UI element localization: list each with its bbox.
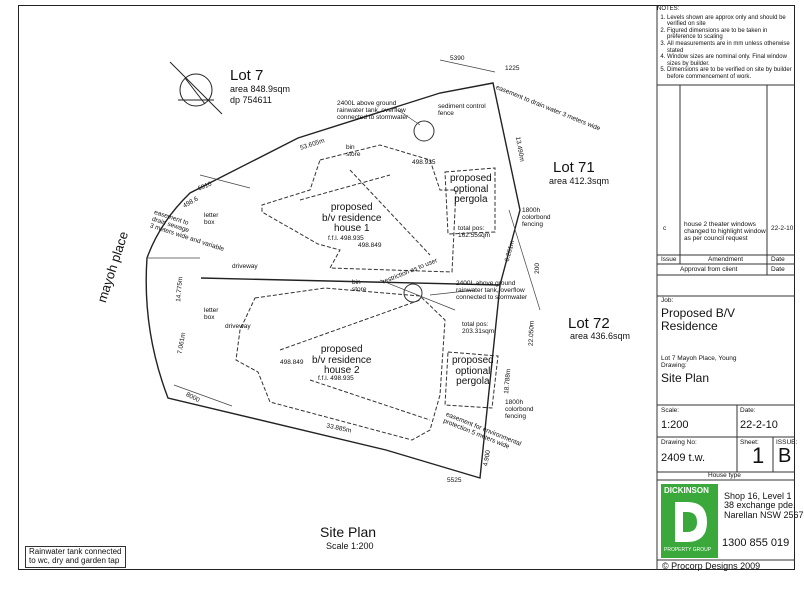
dim: 200: [534, 262, 542, 274]
house-1-label: proposed b/v residence house 1: [322, 202, 382, 234]
driveway-1: driveway: [232, 263, 258, 270]
logo-sub: PROPERTY GROUP: [664, 547, 712, 553]
issue-label: ISSUE:: [776, 439, 798, 446]
north-point-symbol: [169, 61, 223, 115]
bin-store-2: bin store: [352, 279, 367, 293]
note-item: Levels shown are approx only and should …: [667, 15, 797, 28]
house-1-ffl: f.f.l. 498.935: [328, 235, 364, 242]
note-item: Window sizes are nominal only. Final win…: [667, 54, 797, 67]
house-2-outline: [235, 287, 499, 441]
pergola-1-label: proposed optional pergola: [450, 173, 492, 205]
approval-date-label: Date: [771, 266, 785, 273]
date-label: Date:: [740, 407, 756, 414]
fence-2-note: 1800h colorbond fencing: [505, 399, 534, 420]
pergola-2-label: proposed optional pergola: [452, 355, 494, 387]
job-address: Lot 7 Mayoh Place, Young: [661, 355, 737, 362]
rainwater-tanks: [403, 120, 435, 303]
tank-1-note: 2400L above ground rainwater tank, overf…: [337, 100, 409, 121]
lot-72-area: area 436.6sqm: [570, 331, 631, 341]
drawing-label: Drawing:: [661, 362, 687, 369]
lot-72-name: Lot 72: [568, 315, 610, 332]
driveway-2: driveway: [225, 323, 251, 330]
job-title: Proposed B/V Residence: [661, 306, 736, 333]
job-label: Job:: [661, 297, 674, 304]
company-logo: DICKINSON PROPERTY GROUP: [661, 484, 718, 558]
date-value: 22-2-10: [740, 419, 778, 431]
dimension-lines: [148, 59, 541, 407]
house-2-label: proposed b/v residence house 2: [312, 344, 372, 376]
amendment-date: 22-2-10: [771, 225, 794, 232]
lot-7-dp: dp 754611: [230, 95, 272, 105]
notes-panel: NOTES: Levels shown are approx only and …: [657, 6, 797, 81]
drawing-title: Site Plan: [661, 371, 710, 385]
bin-store-1: bin store: [346, 144, 361, 158]
fence-1-note: 1800h colorbond fencing: [522, 207, 551, 228]
rainwater-note: Rainwater tank connected to wc, dry and …: [25, 546, 126, 568]
amendment-header-text: Amendment: [708, 256, 744, 263]
dim: 1225: [505, 65, 520, 72]
house-1-outline: [261, 144, 496, 273]
dim: 498.849: [358, 242, 382, 249]
dim: 5390: [450, 55, 465, 62]
logo-d-icon: [675, 502, 707, 542]
dim: 5525: [447, 477, 462, 484]
amendment-header-date: Date: [771, 256, 785, 263]
drawing-no-value: 2409 t.w.: [661, 452, 706, 464]
drawing-frame: [18, 5, 795, 570]
logo-name: DICKINSON: [664, 486, 709, 495]
note-item: All measurements are in mm unless otherw…: [667, 41, 797, 54]
lot-7-area: area 848.9sqm: [230, 84, 291, 94]
tank-2-note: 2400L above ground rainwater tank, overf…: [456, 280, 528, 301]
note-item: Dimensions are to be verified on site by…: [667, 67, 797, 80]
total-pos-1: total pos: 162.55sqm: [458, 225, 491, 239]
lot-boundary: [145, 82, 521, 479]
sheet-value: 1: [752, 443, 765, 468]
plan-scale: Scale 1:200: [326, 541, 374, 551]
lot-71-name: Lot 71: [553, 159, 595, 176]
plan-title: Site Plan: [320, 524, 377, 540]
house-2-ffl: f.f.l. 498.935: [318, 375, 354, 382]
drawing-no-label: Drawing No:: [661, 439, 697, 446]
amendment-header-issue: Issue: [661, 256, 677, 263]
letterbox-2: letter box: [204, 307, 219, 321]
lot-7-name: Lot 7: [230, 67, 264, 84]
amendment-issue: c: [663, 225, 667, 232]
copyright: © Procorp Designs 2009: [662, 561, 761, 571]
scale-value: 1:200: [661, 419, 689, 431]
letterbox-1: letter box: [204, 212, 219, 226]
dim: 498.935: [412, 159, 436, 166]
title-block-grid: [656, 5, 795, 570]
issue-value: B: [778, 445, 792, 467]
company-phone: 1300 855 019: [722, 537, 790, 549]
lot-71-area: area 412.3sqm: [549, 176, 610, 186]
sediment-fence-note: sediment control fence: [438, 103, 486, 117]
note-item: Figured dimensions are to be taken in pr…: [667, 28, 797, 41]
scale-label: Scale:: [661, 407, 680, 414]
house-type-label: House type: [708, 472, 741, 479]
company-address: Shop 16, Level 1 38 exchange pde, Narell…: [724, 491, 804, 520]
dim: 22.050m: [527, 320, 536, 347]
total-pos-2: total pos: 203.31sqm: [462, 321, 495, 335]
amendment-text: house 2 theater windows changed to highl…: [684, 221, 766, 242]
sheet-label: Sheet:: [740, 439, 759, 446]
approval-label: Approval from client: [680, 266, 738, 273]
dim: 498.849: [280, 359, 304, 366]
notes-heading: NOTES:: [657, 6, 680, 12]
